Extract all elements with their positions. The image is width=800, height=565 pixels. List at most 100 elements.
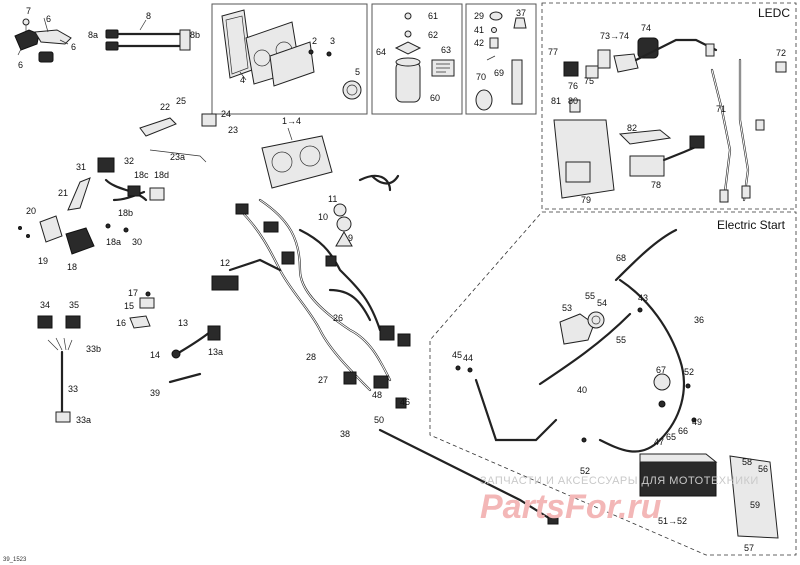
callout-46: 46 bbox=[400, 397, 410, 407]
callout-8a: 8a bbox=[88, 30, 98, 40]
callout-58: 58 bbox=[742, 457, 752, 467]
gauge-group-box bbox=[211, 3, 368, 115]
callout-27: 27 bbox=[318, 375, 328, 385]
callout-76: 76 bbox=[568, 81, 578, 91]
callout-59: 59 bbox=[750, 500, 760, 510]
callout-15: 15 bbox=[124, 301, 134, 311]
callout-49: 49 bbox=[692, 417, 702, 427]
callout-72: 72 bbox=[776, 48, 786, 58]
callout-79: 79 bbox=[581, 195, 591, 205]
callout-65: 65 bbox=[666, 432, 676, 442]
callout-18c: 18c bbox=[134, 170, 149, 180]
callout-4: 4 bbox=[240, 75, 245, 85]
callout-6a: 6 bbox=[46, 14, 51, 24]
callout-73: 73→74 bbox=[600, 31, 629, 41]
callout-10: 10 bbox=[318, 212, 328, 222]
callout-62: 62 bbox=[428, 30, 438, 40]
callout-13: 13 bbox=[178, 318, 188, 328]
left-lower-parts bbox=[37, 291, 221, 423]
callout-25: 25 bbox=[176, 96, 186, 106]
callout-23a: 23a bbox=[170, 152, 185, 162]
callout-74: 74 bbox=[641, 23, 651, 33]
callout-8: 8 bbox=[146, 11, 151, 21]
callout-18b: 18b bbox=[118, 208, 133, 218]
callout-64: 64 bbox=[376, 47, 386, 57]
callout-50: 50 bbox=[374, 415, 384, 425]
callout-34: 34 bbox=[40, 300, 50, 310]
callout-41: 41 bbox=[474, 25, 484, 35]
callout-18d: 18d bbox=[154, 170, 169, 180]
callout-82: 82 bbox=[627, 123, 637, 133]
callout-18: 18 bbox=[67, 262, 77, 272]
callout-22: 22 bbox=[160, 102, 170, 112]
ledc-title: LEDC bbox=[758, 6, 790, 20]
misc-group-box bbox=[465, 3, 537, 115]
callout-52b: 52 bbox=[580, 466, 590, 476]
callout-6c: 6 bbox=[18, 60, 23, 70]
callout-55a: 55 bbox=[585, 291, 595, 301]
callout-47: 47 bbox=[654, 437, 664, 447]
callout-44: 44 bbox=[463, 353, 473, 363]
callout-33: 33 bbox=[68, 384, 78, 394]
watermark-tagline: ЗАПЧАСТИ И АКСЕССУАРЫ ДЛЯ МОТОТЕХНИКИ bbox=[480, 475, 759, 487]
callout-48: 48 bbox=[372, 390, 382, 400]
callout-33a: 33a bbox=[76, 415, 91, 425]
callout-80: 80 bbox=[568, 96, 578, 106]
callout-26: 26 bbox=[333, 313, 343, 323]
lower-cable bbox=[378, 428, 554, 522]
callout-61: 61 bbox=[428, 11, 438, 21]
callout-8b: 8b bbox=[190, 30, 200, 40]
callout-71: 71 bbox=[716, 104, 726, 114]
callout-53: 53 bbox=[562, 303, 572, 313]
gauge-exploded bbox=[221, 9, 362, 100]
callout-75: 75 bbox=[584, 76, 594, 86]
callout-6b: 6 bbox=[71, 42, 76, 52]
left-mid-parts bbox=[18, 113, 217, 255]
callout-5: 5 bbox=[355, 67, 360, 77]
callout-16: 16 bbox=[116, 318, 126, 328]
callout-66: 66 bbox=[678, 426, 688, 436]
callout-77: 77 bbox=[548, 47, 558, 57]
ledc-box bbox=[541, 2, 797, 210]
callout-28: 28 bbox=[306, 352, 316, 362]
callout-63: 63 bbox=[441, 45, 451, 55]
instrument-cluster bbox=[261, 127, 333, 189]
callout-2: 2 bbox=[312, 36, 317, 46]
callout-51-52: 51→52 bbox=[658, 516, 687, 526]
electric-start-box bbox=[429, 211, 797, 556]
callout-14: 14 bbox=[150, 350, 160, 360]
main-harness bbox=[211, 174, 411, 409]
callout-60: 60 bbox=[430, 93, 440, 103]
electric-start-title: Electric Start bbox=[717, 218, 786, 232]
callout-57: 57 bbox=[744, 543, 754, 553]
callout-20: 20 bbox=[26, 206, 36, 216]
callout-35: 35 bbox=[69, 300, 79, 310]
callout-24: 24 bbox=[221, 109, 231, 119]
callout-21: 21 bbox=[58, 188, 68, 198]
callout-23: 23 bbox=[228, 125, 238, 135]
callout-43: 43 bbox=[638, 293, 648, 303]
callout-32: 32 bbox=[124, 156, 134, 166]
callout-42: 42 bbox=[474, 38, 484, 48]
callout-54: 54 bbox=[597, 298, 607, 308]
callout-45: 45 bbox=[452, 350, 462, 360]
callout-67: 67 bbox=[656, 365, 666, 375]
callout-37: 37 bbox=[516, 8, 526, 18]
callout-55b: 55 bbox=[616, 335, 626, 345]
callout-68: 68 bbox=[616, 253, 626, 263]
callout-29: 29 bbox=[474, 11, 484, 21]
callout-1-4: 1→4 bbox=[282, 116, 301, 126]
callout-52a: 52 bbox=[684, 367, 694, 377]
callout-40: 40 bbox=[577, 385, 587, 395]
callout-70: 70 bbox=[476, 72, 486, 82]
callout-17: 17 bbox=[128, 288, 138, 298]
battery-pack-exploded bbox=[394, 12, 455, 103]
callout-36: 36 bbox=[694, 315, 704, 325]
callout-3: 3 bbox=[330, 36, 335, 46]
callout-31: 31 bbox=[76, 162, 86, 172]
callout-18a: 18a bbox=[106, 237, 121, 247]
figure-code: 39_1523 bbox=[3, 557, 27, 563]
callout-30: 30 bbox=[132, 237, 142, 247]
callout-56: 56 bbox=[758, 464, 768, 474]
